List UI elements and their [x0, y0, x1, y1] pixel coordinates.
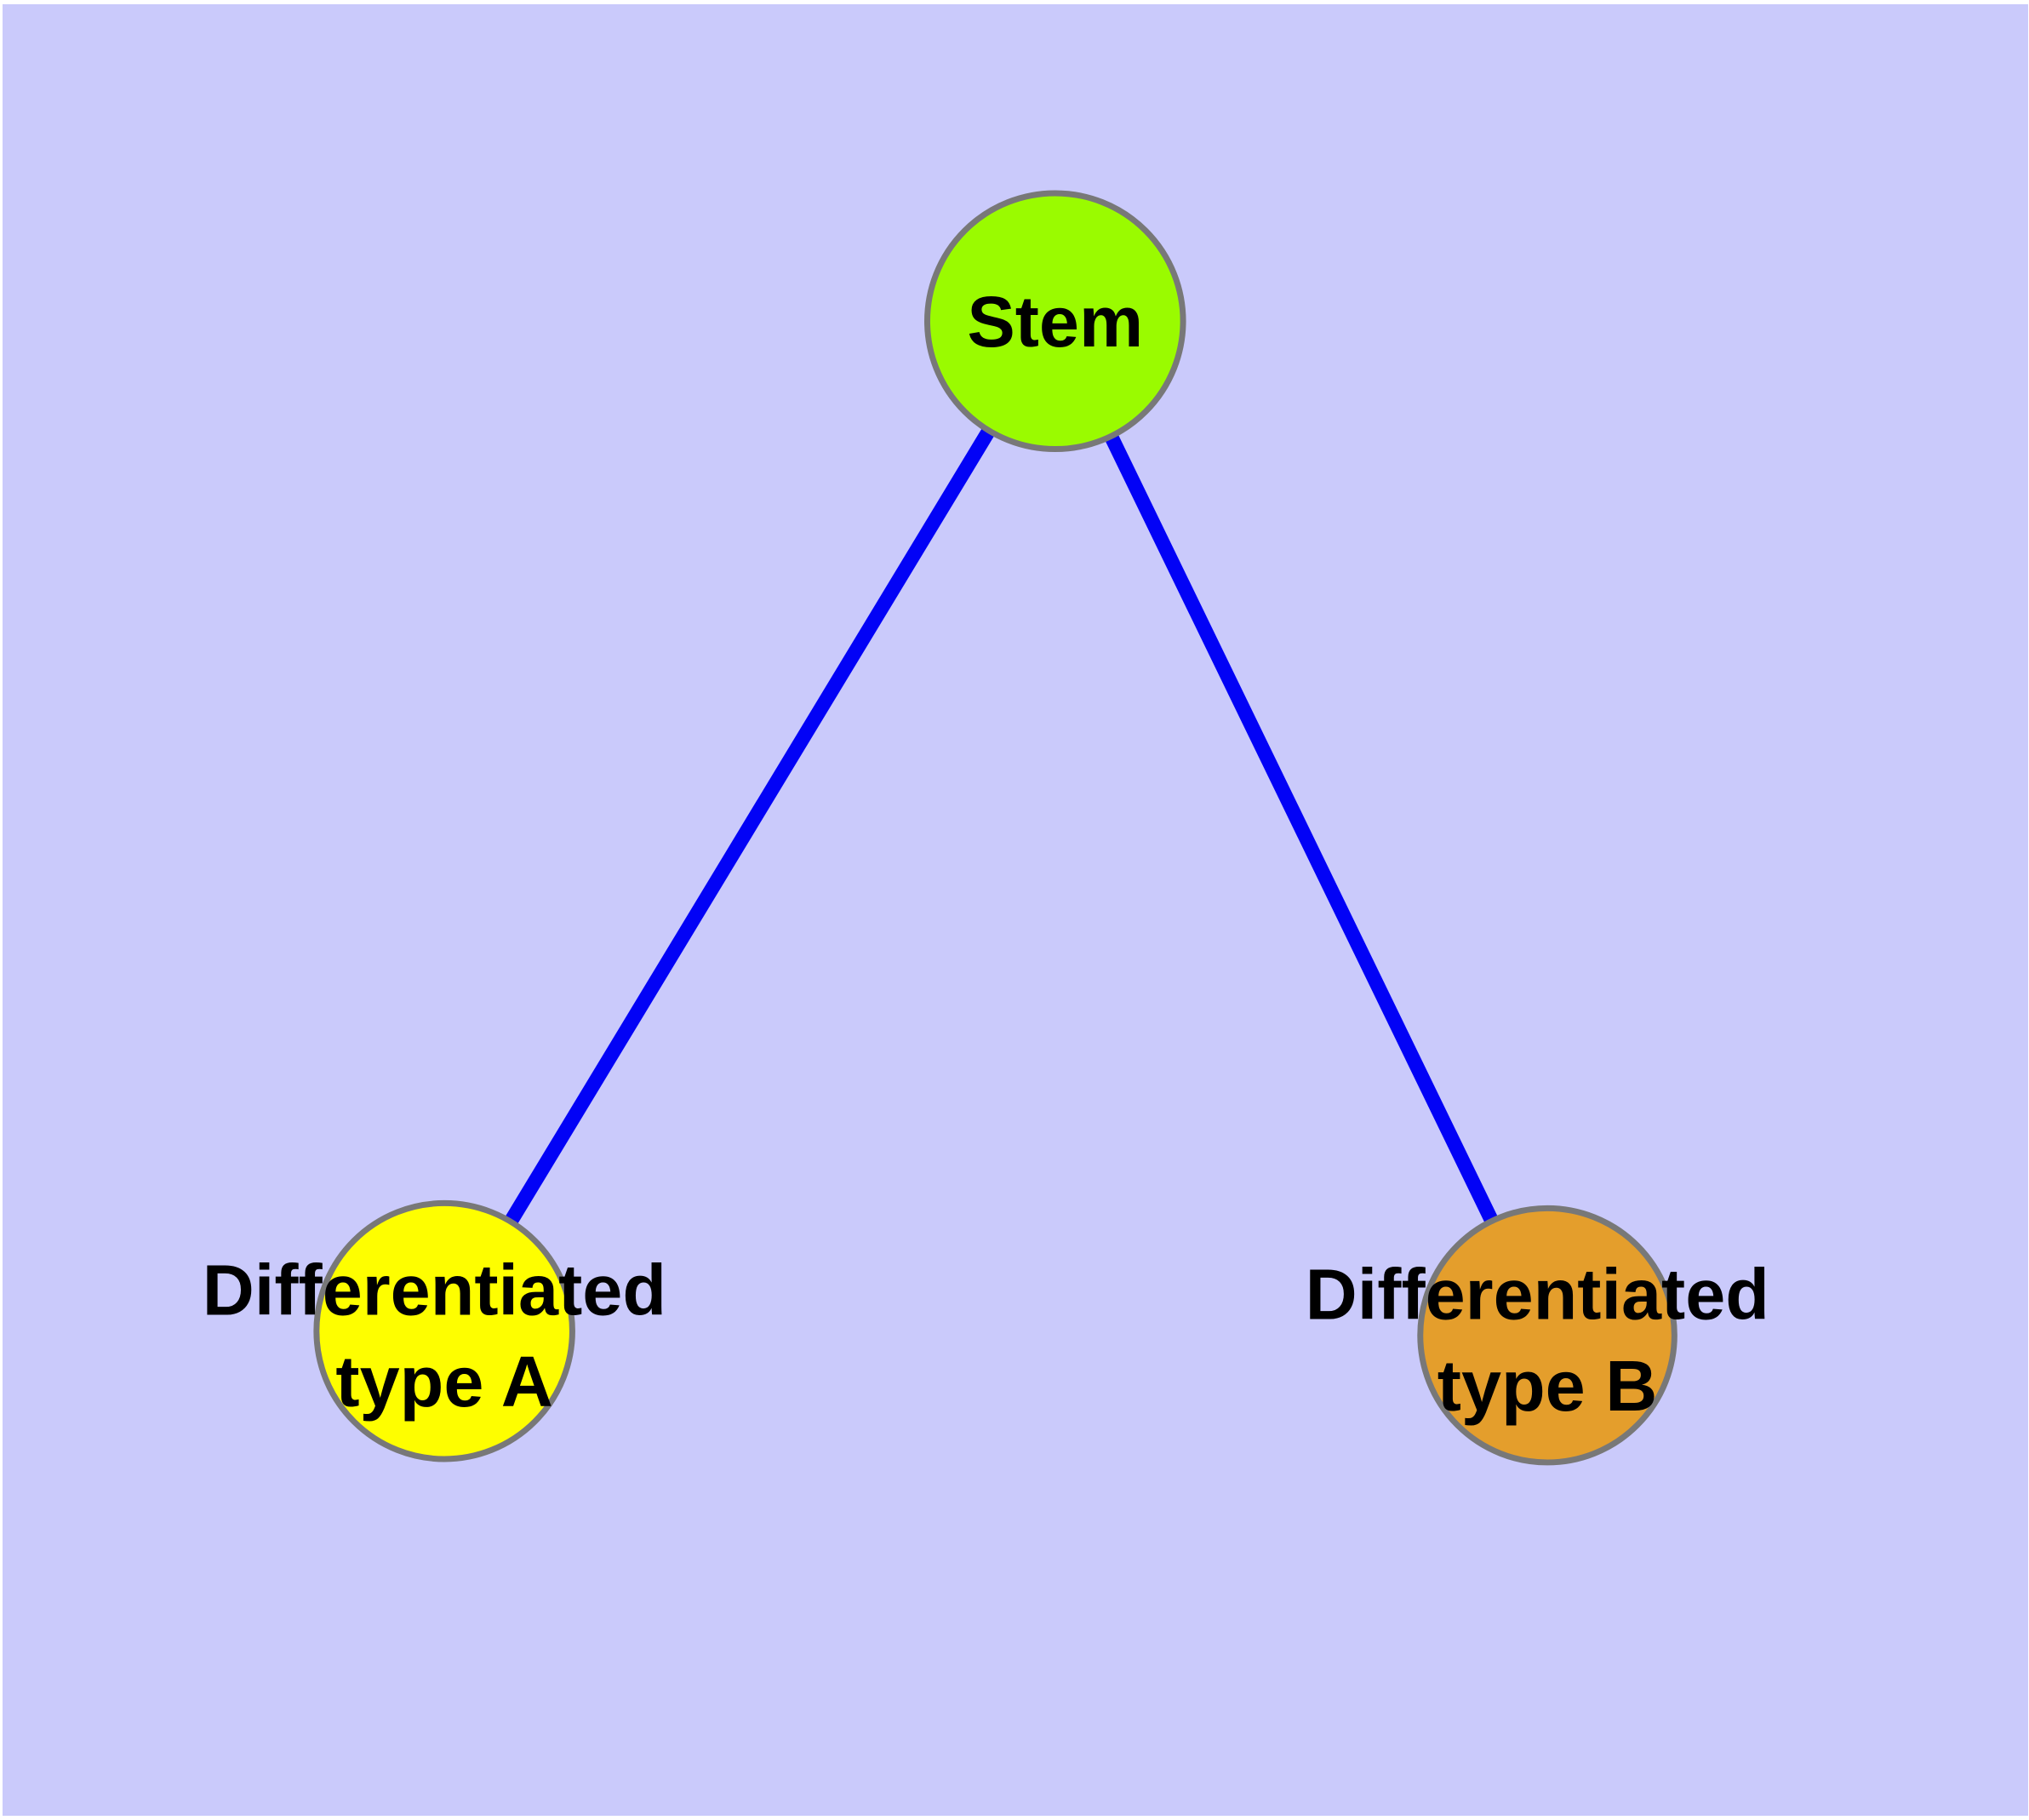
node-stem-label: Stem — [967, 281, 1143, 362]
node-type-b-label: Differentiated type B — [1306, 1254, 1790, 1426]
node-type-b-label-line1: Differentiated — [1306, 1254, 1769, 1335]
edge-stem-to-type-a — [437, 317, 1062, 1336]
node-type-a-label: Differentiated type A — [203, 1250, 687, 1422]
node-type-b-circle — [1417, 1205, 1677, 1466]
edge-stem-to-type-b — [1049, 318, 1554, 1339]
diagram-canvas: Stem Differentiated type A Differentiate… — [3, 4, 2028, 1816]
node-stem-circle — [924, 190, 1186, 453]
node-differentiated-type-a: Differentiated type A — [203, 1199, 687, 1462]
node-differentiated-type-b: Differentiated type B — [1306, 1205, 1790, 1466]
node-type-a-circle — [313, 1199, 575, 1462]
node-type-a-label-line2: type A — [335, 1341, 552, 1422]
node-type-b-label-line2: type B — [1437, 1345, 1658, 1426]
graph-svg: Stem Differentiated type A Differentiate… — [203, 190, 1790, 1466]
node-stem: Stem — [924, 190, 1186, 453]
node-type-a-label-line1: Differentiated — [203, 1250, 666, 1331]
